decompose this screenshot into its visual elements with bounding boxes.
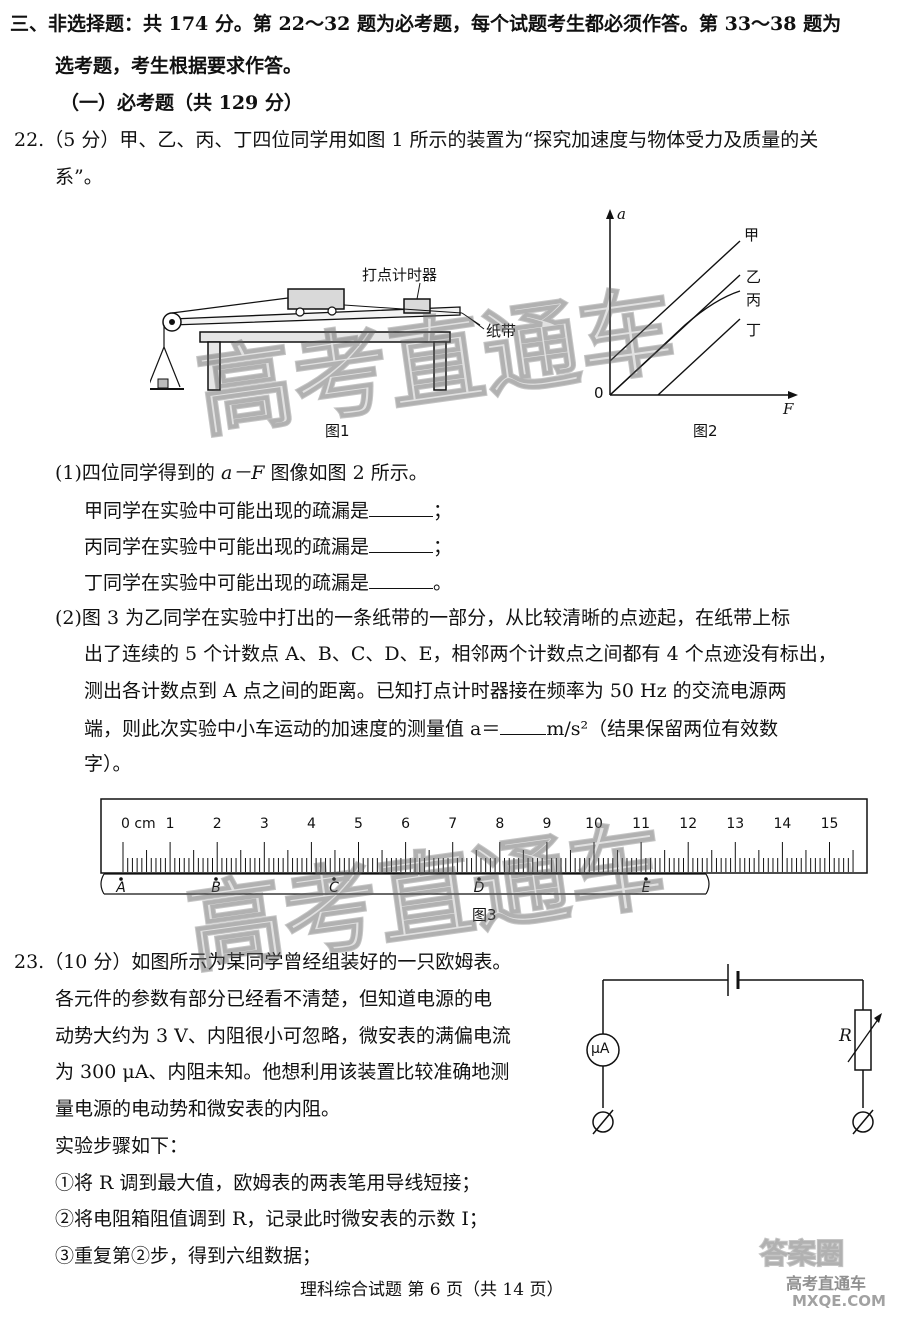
table-leg-right [433, 341, 447, 391]
figure2-graph [606, 209, 798, 399]
graph-y-label: a [617, 205, 626, 223]
q22-part1-bing: 丙同学在实验中可能出现的疏漏是； [84, 534, 453, 558]
resistor-label: R [839, 1026, 852, 1046]
section-title-line2: 选考题，考生根据要求作答。 [55, 55, 303, 77]
q22-part2-line1: (2)图 3 为乙同学在实验中打出的一条纸带的一部分，从比较清晰的点迹起，在纸带… [55, 607, 791, 629]
tape-label: 纸带 [486, 322, 517, 340]
page-footer: 理科综合试题 第 6 页（共 14 页） [300, 1280, 564, 1300]
ruler-tick-label: 14 [773, 816, 791, 832]
tape-point-dot [644, 877, 648, 881]
ruler-tick-label: 12 [679, 816, 697, 832]
q23-step3: ③重复第②步，得到六组数据； [55, 1245, 322, 1267]
q22-part2-line2: 出了连续的 5 个计数点 A、B、C、D、E，相邻两个计数点之间都有 4 个点迹… [84, 643, 837, 665]
ruler-tick-label: 10 [585, 816, 603, 832]
ruler-tick-label: 7 [448, 816, 457, 832]
line-jia [609, 240, 741, 362]
tape-point-label: A [115, 880, 126, 896]
graph-line-label-yi: 乙 [746, 268, 762, 286]
paper-tape-strip [705, 873, 710, 895]
ruler-tick-label: 6 [401, 816, 410, 832]
ruler-tick-label: 0 cm [121, 816, 156, 832]
table-leg-left [207, 341, 221, 391]
ruler-body [100, 798, 868, 874]
q23-step2: ②将电阻箱阻值调到 R，记录此时微安表的示数 I； [55, 1208, 488, 1230]
q22-part1-jia: 甲同学在实验中可能出现的疏漏是； [84, 498, 453, 522]
paper-tape [343, 304, 463, 314]
watermark-corner-a: 答案圈 [759, 1236, 845, 1271]
graph-line-label-jia: 甲 [744, 226, 760, 244]
figure2-caption: 图2 [693, 422, 718, 440]
ruler-tick-label: 8 [495, 816, 504, 832]
q23-step1: ①将 R 调到最大值，欧姆表的两表笔用导线短接； [55, 1172, 481, 1194]
tape-point-label: B [211, 880, 221, 896]
ruler-tick-label: 2 [213, 816, 222, 832]
ruler-tick-label: 11 [632, 816, 650, 832]
figure1-caption: 图1 [325, 422, 350, 440]
table-top [199, 331, 451, 343]
figure3-caption: 图3 [472, 906, 497, 924]
tape-point-label: E [642, 880, 651, 896]
q23-line4: 为 300 μA、内阻未知。他想利用该装置比较准确地测 [55, 1061, 510, 1083]
watermark-corner-b: 高考直通车 [786, 1274, 867, 1293]
q22-part1-ding: 丁同学在实验中可能出现的疏漏是。 [84, 570, 453, 594]
section-title-line1: 三、非选择题：共 174 分。第 22～32 题为必考题，每个试题考生都必须作答… [10, 13, 842, 35]
q22-part2-line5: 字）。 [84, 753, 132, 775]
ruler-tick-label: 15 [821, 816, 839, 832]
var-a-F: a－F [220, 462, 265, 484]
q22-part2-line4: 端，则此次实验中小车运动的加速度的测量值 a＝m/s²（结果保留两位有效数 [84, 716, 779, 740]
q23-line5: 量电源的电动势和微安表的内阻。 [55, 1098, 341, 1120]
ruler-tick-label: 4 [307, 816, 316, 832]
answer-blank-ding[interactable] [369, 570, 434, 589]
tape-point-dot [332, 877, 336, 881]
answer-blank-acceleration[interactable] [500, 716, 547, 735]
ruler-tick-label: 9 [542, 816, 551, 832]
ruler-tick-label: 13 [726, 816, 744, 832]
graph-origin: 0 [594, 384, 604, 402]
graph-line-label-bing: 丙 [746, 291, 762, 309]
weight [157, 378, 169, 389]
section-subtitle: （一）必考题（共 129 分） [60, 92, 303, 114]
q23-line6: 实验步骤如下： [55, 1135, 189, 1157]
tape-point-label: C [329, 880, 339, 896]
timer-label: 打点计时器 [362, 266, 438, 284]
tape-point-label: D [474, 880, 485, 896]
line-bing [609, 290, 741, 396]
answer-blank-jia[interactable] [369, 498, 434, 517]
graph-line-label-ding: 丁 [746, 321, 762, 339]
ohmmeter-circuit [586, 964, 882, 1135]
q23-line1: 23.（10 分）如图所示为某同学曾经组装好的一只欧姆表。 [14, 951, 512, 973]
q22-stem-line2: 系”。 [55, 166, 103, 188]
tape-point-dot [477, 877, 481, 881]
ruler-tick-label: 5 [354, 816, 363, 832]
q22-part1-intro: (1)四位同学得到的 a－F 图像如图 2 所示。 [55, 462, 428, 484]
microammeter-label: μA [591, 1041, 610, 1057]
q22-part2-line3: 测出各计数点到 A 点之间的距离。已知打点计时器接在频率为 50 Hz 的交流电… [84, 680, 787, 702]
watermark-corner-c: MXQE.COM [792, 1292, 886, 1310]
ruler-tick-label: 1 [166, 816, 175, 832]
string [171, 297, 289, 314]
ruler-tick-label: 3 [260, 816, 269, 832]
cart [287, 288, 345, 310]
line-ding [657, 318, 741, 396]
q22-stem-line1: 22.（5 分）甲、乙、丙、丁四位同学用如图 1 所示的装置为“探究加速度与物体… [14, 129, 819, 151]
figure1-apparatus [150, 282, 485, 391]
answer-blank-bing[interactable] [369, 534, 434, 553]
q23-line2: 各元件的参数有部分已经看不清楚，但知道电源的电 [55, 988, 493, 1010]
tape-point-dot [214, 877, 218, 881]
graph-x-label: F [783, 400, 794, 418]
tape-point-dot [119, 877, 123, 881]
q23-line3: 动势大约为 3 V、内阻很小可忽略，微安表的满偏电流 [55, 1025, 511, 1047]
